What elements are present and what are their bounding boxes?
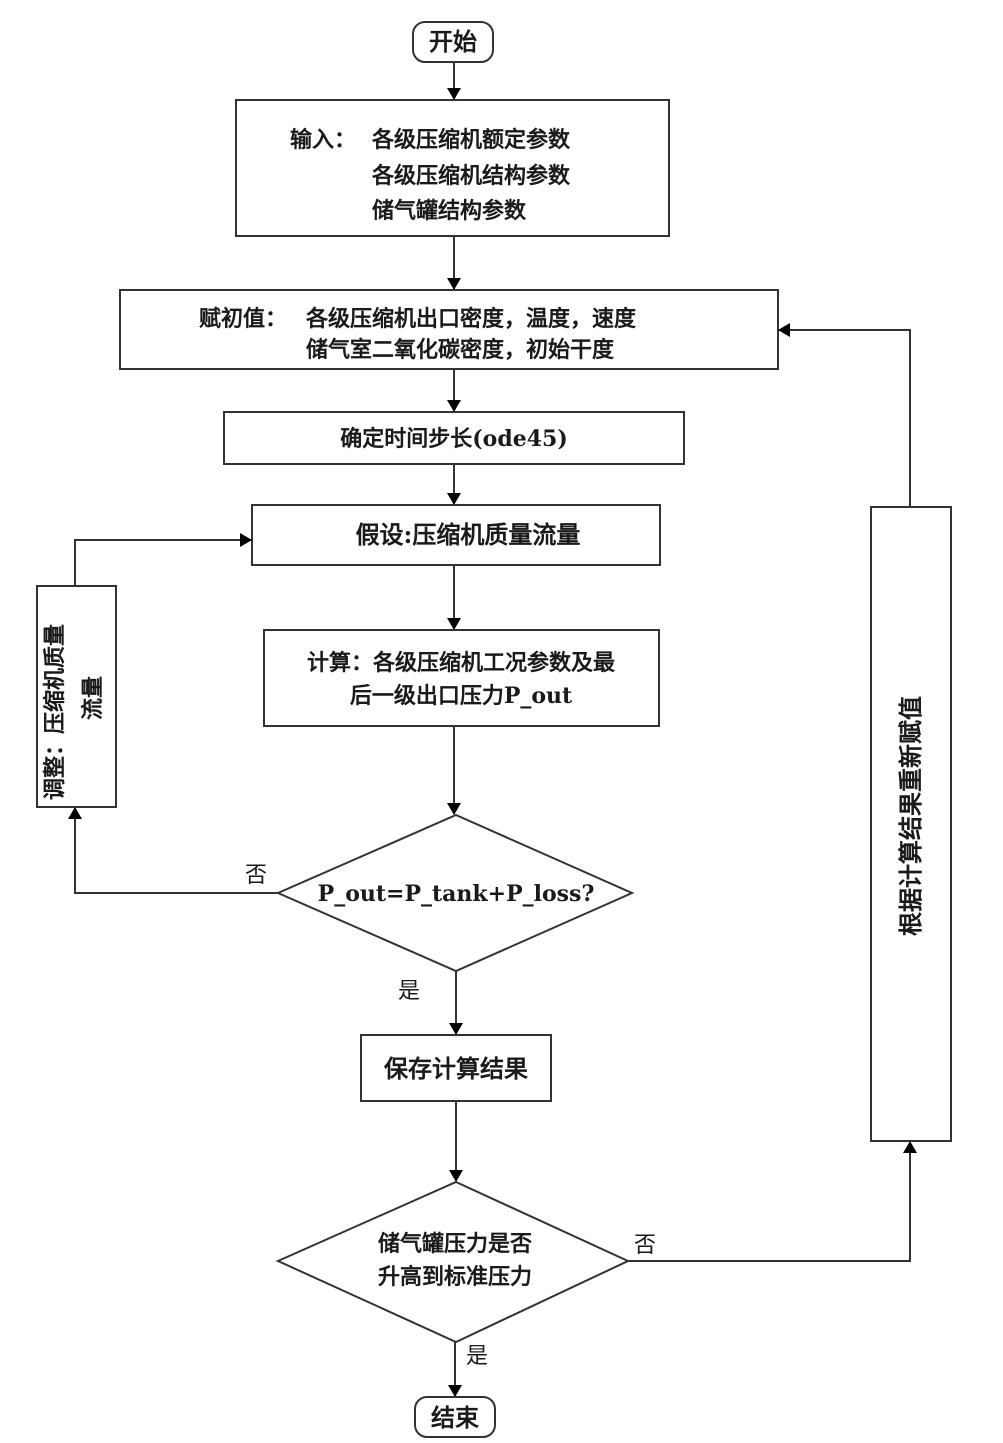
decision1-yes-label: 是: [398, 979, 420, 1004]
init-box: 赋初值： 各级压缩机出口密度，温度，速度 储气室二氧化碳密度，初始干度: [119, 289, 779, 370]
adjust-line-1: 调整：压缩机质量: [42, 624, 68, 800]
start-label: 开始: [429, 27, 477, 56]
input-line-3: 储气罐结构参数: [372, 198, 527, 224]
decision2-line-1: 储气罐压力是否: [378, 1231, 532, 1257]
decision2-no-label: 否: [634, 1233, 656, 1258]
adjust-box: 调整：压缩机质量 流量: [36, 585, 117, 808]
end-node: 结束: [414, 1396, 496, 1438]
decision1-no-label: 否: [245, 863, 267, 888]
reassign-box: 根据计算结果重新赋值: [870, 506, 952, 1142]
input-line-1: 各级压缩机额定参数: [371, 127, 571, 153]
input-box: 输入： 各级压缩机额定参数 各级压缩机结构参数 储气罐结构参数: [235, 99, 670, 237]
init-label: 赋初值：: [199, 306, 287, 332]
decision2-yes-label: 是: [466, 1344, 488, 1369]
save-label: 保存计算结果: [383, 1054, 528, 1083]
assume-label: 假设:压缩机质量流量: [356, 520, 581, 549]
compute-line-1: 计算：各级压缩机工况参数及最: [307, 650, 616, 676]
assume-box: 假设:压缩机质量流量: [251, 504, 661, 566]
input-label: 输入：: [290, 127, 356, 153]
end-label: 结束: [431, 1403, 480, 1432]
connector-decision2-no: [628, 1141, 917, 1262]
init-line-2: 储气室二氧化碳密度，初始干度: [306, 337, 615, 363]
reassign-label: 根据计算结果重新赋值: [896, 696, 925, 936]
decision2-diamond: 储气罐压力是否 升高到标准压力: [275, 1180, 631, 1344]
init-line-1: 各级压缩机出口密度，温度，速度: [305, 306, 637, 332]
compute-line-2: 后一级出口压力P_out: [350, 683, 573, 709]
timestep-label: 确定时间步长(ode45): [340, 426, 568, 452]
input-line-2: 各级压缩机结构参数: [371, 163, 571, 189]
connector-decision1-no: [68, 807, 278, 894]
decision2-line-2: 升高到标准压力: [378, 1264, 532, 1290]
save-box: 保存计算结果: [360, 1034, 552, 1102]
decision1-label: P_out=P_tank+P_loss?: [318, 881, 595, 907]
connector-adjust-assume: [74, 533, 252, 586]
timestep-box: 确定时间步长(ode45): [223, 411, 685, 465]
start-node: 开始: [412, 21, 494, 63]
compute-box: 计算：各级压缩机工况参数及最 后一级出口压力P_out: [263, 629, 660, 727]
decision1-diamond: P_out=P_tank+P_loss?: [275, 813, 635, 973]
adjust-line-2: 流量: [80, 676, 106, 720]
connector-reassign-init: [778, 323, 911, 507]
